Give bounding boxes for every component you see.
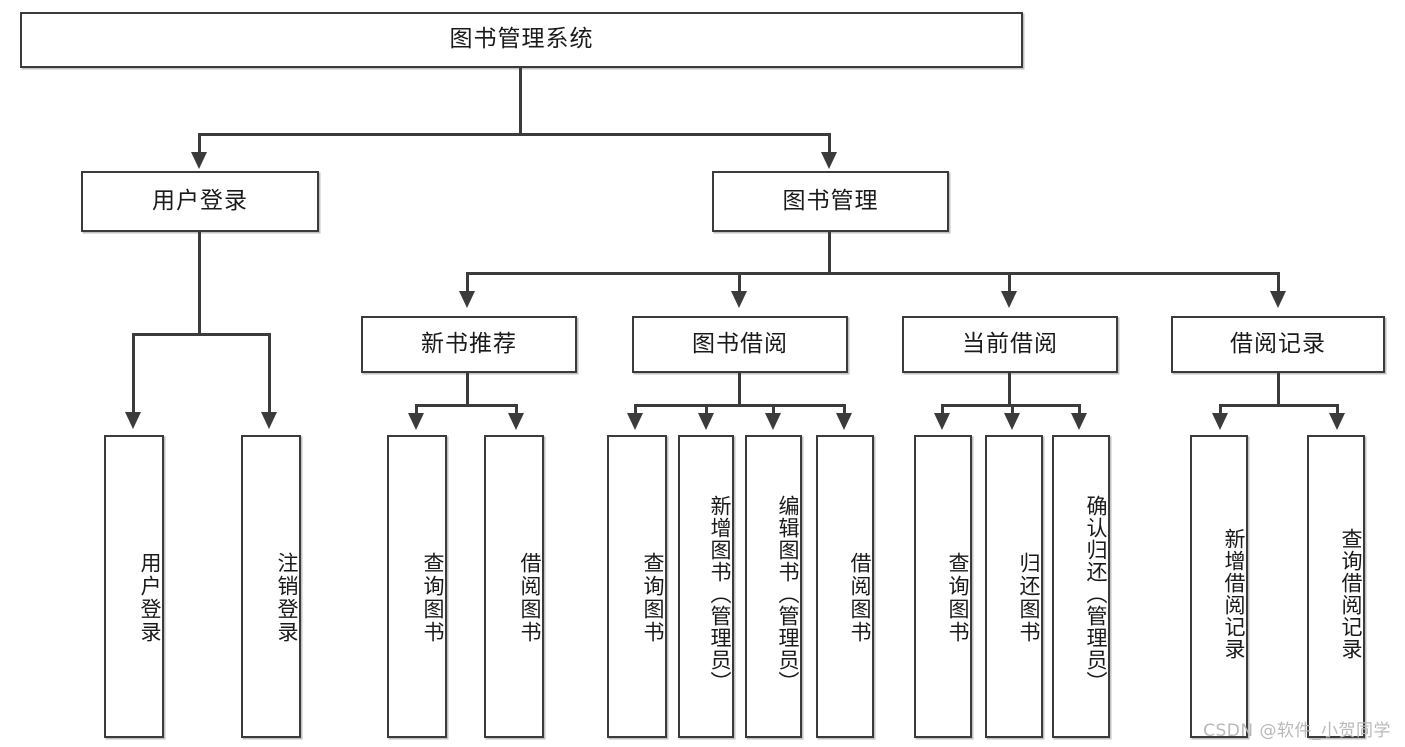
node-root-book-management-system[interactable]: 图书管理系统 [20,12,1023,68]
leaf-user-logout[interactable]: 注销登录 [241,435,301,738]
arrow-current-borrow-leaf-3 [1071,413,1087,430]
connector-root-to-book-manage [828,133,831,153]
node-label: 查询借阅记录 [1339,527,1363,660]
connector-book-manage-stem [828,232,831,274]
arrow-current-borrow-leaf-2 [1004,413,1020,430]
node-label: 图书借阅 [692,330,788,357]
connector-borrow-record-stem [1277,373,1280,406]
connector-user-login-drop-1 [132,333,135,413]
leaf-borrow-book-recommend[interactable]: 借阅图书 [484,435,544,738]
connector-to-current-borrow [1008,272,1011,292]
node-label: 查询图书 [641,551,665,644]
connector-to-new-book [466,272,469,292]
connector-book-borrow-stem [738,373,741,406]
connector-current-borrow-drop-2 [1011,404,1014,414]
node-label: 归还图书 [1017,551,1041,644]
csdn-watermark: CSDN @软件_小贺同学 [1203,721,1391,741]
node-user-login[interactable]: 用户登录 [81,171,319,232]
node-label: 编辑图书（管理员） [776,494,800,693]
arrow-book-borrow-leaf-4 [836,413,852,430]
leaf-add-borrow-record[interactable]: 新增借阅记录 [1190,435,1248,738]
leaf-query-book-current[interactable]: 查询图书 [914,435,972,738]
arrow-new-book-leaf-1 [408,413,424,430]
arrow-new-book-leaf-2 [508,413,524,430]
connector-borrow-record-drop-2 [1336,404,1339,414]
node-label: 查询图书 [946,551,970,644]
connector-book-borrow-drop-2 [705,404,708,414]
connector-new-book-stem [466,373,469,406]
leaf-confirm-return-admin[interactable]: 确认归还（管理员） [1052,435,1110,738]
connector-root-stem [519,68,522,135]
connector-book-borrow-drop-4 [843,404,846,414]
arrow-borrow-record-leaf-1 [1212,413,1228,430]
connector-current-borrow-drop-3 [1078,404,1081,414]
connector-book-manage-bar [466,272,1280,275]
node-label: 新增借阅记录 [1222,527,1246,660]
arrow-borrow-record-leaf-2 [1329,413,1345,430]
arrow-root-to-user-login [191,152,207,169]
connector-root-bar [198,133,830,136]
node-borrow-record[interactable]: 借阅记录 [1171,316,1385,373]
leaf-borrow-book-borrow[interactable]: 借阅图书 [816,435,874,738]
connector-new-book-bar [415,404,518,407]
node-label: 用户登录 [138,551,162,644]
leaf-add-book-admin[interactable]: 新增图书（管理员） [678,435,734,738]
arrow-user-login-leaf-1 [125,412,141,429]
arrow-to-current-borrow [1001,291,1017,308]
node-label: 新增图书（管理员） [708,494,732,693]
node-label: 注销登录 [275,551,299,644]
arrow-book-borrow-leaf-3 [765,413,781,430]
arrow-user-login-leaf-2 [261,412,277,429]
node-new-book-recommend[interactable]: 新书推荐 [361,316,577,373]
arrow-to-borrow-record [1270,291,1286,308]
arrow-book-borrow-leaf-2 [698,413,714,430]
connector-borrow-record-bar [1219,404,1339,407]
arrow-to-new-book [459,291,475,308]
node-label: 用户登录 [152,187,248,214]
arrow-book-borrow-leaf-1 [627,413,643,430]
connector-user-login-drop-2 [268,333,271,413]
leaf-edit-book-admin[interactable]: 编辑图书（管理员） [745,435,802,738]
node-label: 查询图书 [421,551,445,644]
leaf-return-book[interactable]: 归还图书 [985,435,1043,738]
connector-to-book-borrow [738,272,741,292]
leaf-query-book-borrow[interactable]: 查询图书 [607,435,667,738]
connector-new-book-drop-2 [515,404,518,414]
connector-book-borrow-drop-1 [634,404,637,414]
connector-current-borrow-stem [1008,373,1011,406]
arrow-current-borrow-leaf-1 [934,413,950,430]
node-label: 图书管理系统 [449,26,594,53]
node-book-borrow[interactable]: 图书借阅 [632,316,848,373]
node-book-management[interactable]: 图书管理 [712,171,949,232]
node-current-borrow[interactable]: 当前借阅 [902,316,1118,373]
node-label: 当前借阅 [962,330,1058,357]
node-label: 借阅记录 [1230,330,1326,357]
connector-borrow-record-drop-1 [1219,404,1222,414]
connector-book-borrow-drop-3 [772,404,775,414]
leaf-query-book-recommend[interactable]: 查询图书 [387,435,447,738]
connector-user-login-bar [132,333,270,336]
connector-book-borrow-bar [634,404,846,407]
leaf-query-borrow-record[interactable]: 查询借阅记录 [1307,435,1365,738]
arrow-to-book-borrow [731,291,747,308]
node-label: 借阅图书 [518,551,542,644]
node-label: 新书推荐 [421,330,517,357]
node-label: 借阅图书 [848,551,872,644]
connector-current-borrow-drop-1 [941,404,944,414]
connector-user-login-stem [198,232,201,335]
leaf-user-login[interactable]: 用户登录 [104,435,164,738]
arrow-root-to-book-manage [821,152,837,169]
connector-root-to-user-login [198,133,201,153]
node-label: 确认归还（管理员） [1084,494,1108,693]
connector-new-book-drop-1 [415,404,418,414]
connector-to-borrow-record [1277,272,1280,292]
node-label: 图书管理 [782,187,879,214]
